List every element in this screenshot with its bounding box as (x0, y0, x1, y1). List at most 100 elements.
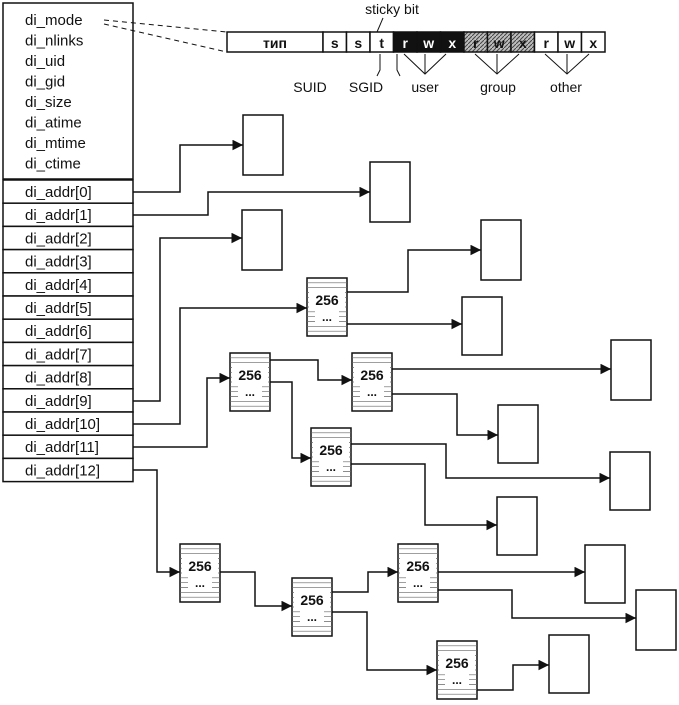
pointer-wire (332, 566, 398, 593)
indirect-block-label-bg (294, 591, 330, 608)
indirect-block-label-bg (354, 366, 390, 383)
data-block (461, 296, 503, 356)
indirect-block-label: 256 (406, 558, 430, 574)
indirect-block-dots: ... (367, 385, 377, 399)
indirect-block-dots-bg (300, 611, 324, 623)
indirect-block-label-bg (309, 291, 345, 308)
data-block (497, 404, 539, 464)
blocks: 256...256...256...256...256...256...256.… (179, 114, 677, 700)
indirect-block-dots-bg (406, 577, 430, 589)
mode-dash-bottom (103, 23, 228, 53)
indirect-block-dots-bg (319, 461, 343, 473)
inode-address-label: di_addr[5] (25, 300, 92, 317)
data-block (584, 544, 626, 604)
pointer-wire (347, 244, 481, 293)
pointer-wire (270, 381, 311, 464)
inode-field: di_mtime (25, 135, 86, 152)
pointer-wire (133, 302, 307, 425)
mode-bit-other: x (589, 35, 597, 51)
indirect-block-label: 256 (445, 655, 469, 671)
indirect-block-dots: ... (307, 610, 317, 624)
inode-address-label: di_addr[12] (25, 462, 100, 479)
inode-fields: di_modedi_nlinksdi_uiddi_giddi_sizedi_at… (25, 12, 86, 173)
mode-dash-top (103, 19, 228, 33)
user-label: user (411, 79, 439, 95)
pointer-wire (270, 359, 352, 386)
indirect-block-dots: ... (195, 576, 205, 590)
pointer-wire (133, 139, 243, 193)
inode-address-label: di_addr[9] (25, 393, 92, 410)
pointer-wire (438, 589, 636, 624)
inode-field: di_gid (25, 74, 65, 91)
indirect-block-label: 256 (360, 367, 384, 383)
mode-bit-group: r (473, 35, 479, 51)
sticky-bit-label: sticky bit (365, 1, 419, 17)
indirect-block-label-bg (439, 654, 475, 671)
indirect-block-dots-bg (445, 674, 469, 686)
indirect-block-label: 256 (238, 367, 262, 383)
mode-bit-special: s (331, 35, 339, 51)
mode-bit-group: w (493, 35, 505, 51)
data-block (496, 496, 538, 556)
data-block (548, 634, 590, 694)
data-block (242, 114, 284, 176)
inode-field: di_ctime (25, 156, 81, 173)
pointer-wire (477, 659, 549, 691)
pointer-wire (332, 611, 437, 676)
pointer-wire (392, 393, 498, 441)
suid-tick (376, 54, 381, 77)
inode-address-label: di_addr[7] (25, 346, 92, 363)
pointer-wires (133, 139, 636, 691)
indirect-block-dots-bg (360, 386, 384, 398)
inode-field: di_atime (25, 115, 82, 132)
data-block (609, 451, 651, 511)
mode-bit-group: x (519, 35, 527, 51)
sgid-tick (396, 54, 401, 77)
inode-address-label: di_addr[6] (25, 323, 92, 340)
sgid-label: SGID (349, 79, 383, 95)
inode-addresses: di_addr[0] di_addr[1] di_addr[2] di_addr[3]… (2, 179, 134, 483)
indirect-block-label: 256 (300, 592, 324, 608)
group-label: group (480, 79, 516, 95)
inode-address-label: di_addr[2] (25, 230, 92, 247)
inode-field: di_mode (25, 12, 83, 29)
inode-address-label: di_addr[10] (25, 416, 100, 433)
indirect-block-label-bg (400, 557, 436, 574)
mode-type-label: тип (263, 35, 287, 51)
pointer-wire (133, 469, 180, 578)
inode-address-label: di_addr[11] (25, 439, 99, 456)
indirect-block-label-bg (232, 366, 268, 383)
indirect-block-dots-bg (315, 311, 339, 323)
indirect-block-label-bg (313, 441, 349, 458)
pointer-wire (351, 443, 610, 484)
mode-bit-user: x (448, 35, 456, 51)
suid-label: SUID (293, 79, 326, 95)
mode-bit-user: w (422, 35, 434, 51)
indirect-block-dots: ... (326, 460, 336, 474)
pointer-wire (133, 232, 242, 402)
mode-bit-other: r (544, 35, 550, 51)
data-block (610, 339, 652, 401)
indirect-block-dots: ... (413, 576, 423, 590)
mode-bit-special: t (379, 35, 384, 51)
inode-address-label: di_addr[4] (25, 277, 92, 294)
indirect-block-dots-bg (188, 577, 212, 589)
pointer-wire (133, 372, 230, 448)
data-block (241, 209, 283, 271)
inode-table: di_modedi_nlinksdi_uiddi_giddi_sizedi_at… (2, 2, 134, 483)
indirect-block-label: 256 (315, 292, 339, 308)
inode-field: di_uid (25, 53, 65, 70)
inode-address-label: di_addr[0] (25, 184, 92, 201)
data-block (480, 219, 522, 281)
indirect-block-label: 256 (319, 442, 343, 458)
inode-field: di_size (25, 94, 72, 111)
inode-address-label: di_addr[3] (25, 254, 92, 271)
mode-bit-cell (580, 31, 606, 53)
indirect-block-dots-bg (238, 386, 262, 398)
data-block (369, 161, 411, 223)
indirect-block-dots: ... (322, 310, 332, 324)
inode-address-label: di_addr[1] (25, 207, 92, 224)
